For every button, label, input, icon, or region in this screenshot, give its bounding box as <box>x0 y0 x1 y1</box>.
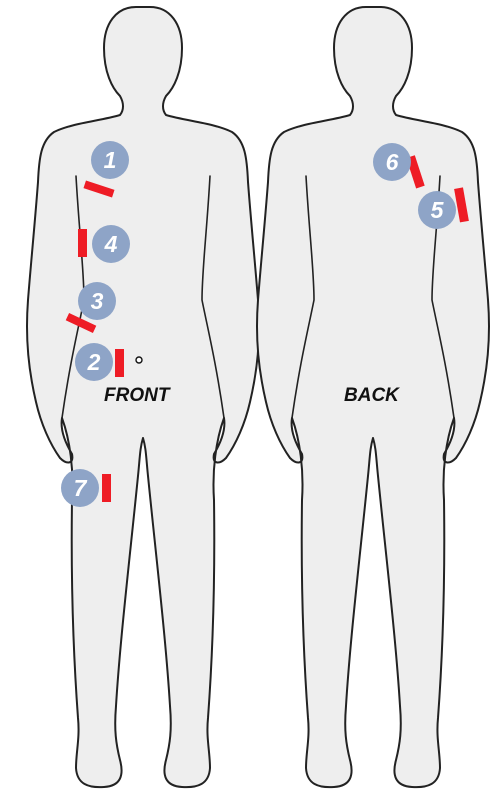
front-navel <box>136 357 142 363</box>
site-2-badge: 2 <box>75 343 113 381</box>
site-2-marker <box>115 349 124 377</box>
site-7-number: 7 <box>74 475 88 501</box>
front-view-label: FRONT <box>104 385 171 406</box>
back-view-label: BACK <box>344 385 400 406</box>
site-4-badge: 4 <box>92 225 130 263</box>
site-2-number: 2 <box>87 349 101 375</box>
site-6-badge: 6 <box>373 143 411 181</box>
site-4-marker <box>78 229 87 257</box>
site-6-number: 6 <box>386 149 399 175</box>
front-figure: FRONT <box>27 7 259 787</box>
site-3-number: 3 <box>91 288 104 314</box>
site-4-number: 4 <box>104 231 118 257</box>
site-7-marker <box>102 474 111 502</box>
back-figure: BACK <box>257 7 489 787</box>
site-3-badge: 3 <box>78 282 116 320</box>
site-7-badge: 7 <box>61 469 99 507</box>
site-5-badge: 5 <box>418 191 456 229</box>
site-1-badge: 1 <box>91 141 129 179</box>
site-5-number: 5 <box>431 197 445 223</box>
site-1-number: 1 <box>104 147 117 173</box>
